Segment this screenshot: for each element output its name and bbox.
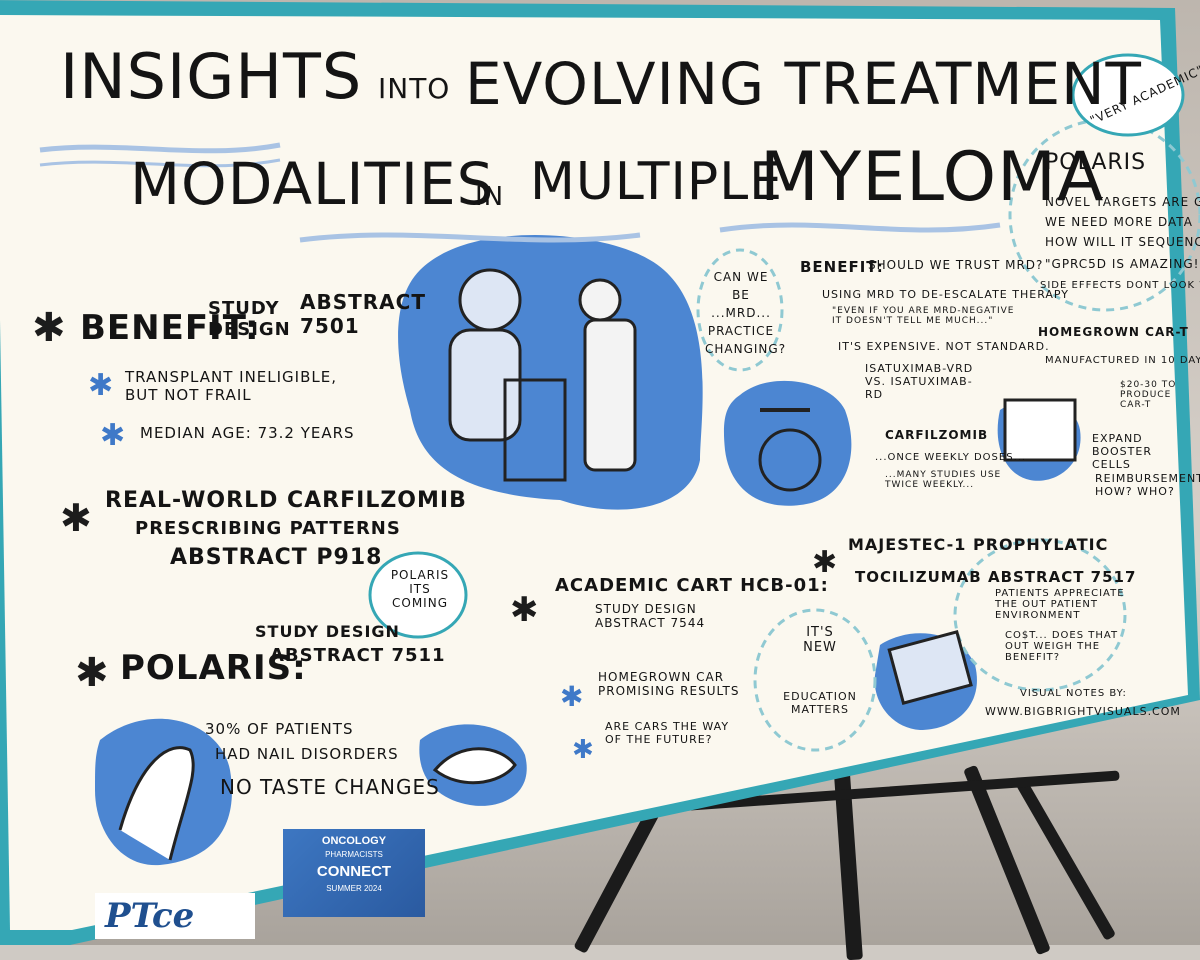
polaris-right-item: We need more data xyxy=(1045,215,1193,229)
credits-line1: Visual Notes by: xyxy=(1020,688,1127,699)
taste-text: No taste changes xyxy=(220,775,440,799)
asterisk-icon: ✱ xyxy=(32,305,67,351)
majestec-item: Patients appreciate the out patient envi… xyxy=(995,588,1125,621)
homegrown-cost: $20-30 to produce CAR-T xyxy=(1120,380,1177,410)
title-line1-evolving: Evolving Treatment xyxy=(465,50,1142,118)
polaris-right-item: Novel targets are good xyxy=(1045,195,1200,209)
opc-logo: Oncology Pharmacists Connect Summer 2024 xyxy=(283,829,425,917)
asterisk-icon: ✱ xyxy=(60,496,93,540)
homegrown-item: Expand booster cells xyxy=(1092,432,1152,471)
carfilzomib-label: Carfilzomib xyxy=(885,428,989,442)
majestec-line1: MajesTEC-1 Prophylatic xyxy=(848,535,1109,554)
opc-logo-line4: Summer 2024 xyxy=(326,884,382,893)
academic-cart-line1: Academic CART HCB-01: xyxy=(555,575,829,596)
blue-asterisk-icon: ✱ xyxy=(560,680,585,713)
carfilzomib-item: ...Once weekly doses... xyxy=(875,452,1027,463)
title-line1-insights: Insights xyxy=(60,40,363,113)
asterisk-icon: ✱ xyxy=(812,545,839,580)
real-world-line3: Abstract P918 xyxy=(170,545,383,570)
academic-cart-item: Homegrown CAR promising results xyxy=(598,670,740,698)
homegrown-item: Reimbursement?? How? Who? xyxy=(1095,472,1200,498)
benefit-study-design: Study Design xyxy=(208,298,291,340)
benefit-bullet: Median age: 73.2 years xyxy=(140,424,355,442)
blue-asterisk-icon: ✱ xyxy=(572,735,595,765)
benefit-label: Benefit: xyxy=(80,308,260,348)
academic-cart-line2: Study Design Abstract 7544 xyxy=(595,602,706,630)
education-bubble: Education matters xyxy=(783,690,857,716)
nail-line2: had nail disorders xyxy=(215,745,399,763)
asterisk-icon: ✱ xyxy=(510,590,540,630)
benefit-right-item: Using MRD to de-escalate therapy xyxy=(822,288,1070,301)
polaris-right-item: Side effects dont look worse xyxy=(1040,280,1200,291)
real-world-line2: Prescribing Patterns xyxy=(135,518,401,539)
homegrown-label: Homegrown CAR-T xyxy=(1038,325,1189,339)
carfilzomib-item: ...Many studies use twice weekly... xyxy=(885,470,1002,490)
nail-line1: 30% of patients xyxy=(205,720,354,738)
title-line2-modalities: Modalities xyxy=(130,150,495,218)
majestec-line2: Tocilizumab Abstract 7517 xyxy=(855,568,1137,586)
blue-asterisk-icon: ✱ xyxy=(88,368,115,403)
mrd-bubble: Can we be ...MRD... practice changing? xyxy=(705,270,787,356)
blue-asterisk-icon: ✱ xyxy=(100,418,127,453)
benefit-right-title: Should we trust MRD? xyxy=(868,258,1044,272)
title-line2-in: in xyxy=(475,182,505,212)
polaris-left-abstract: Abstract 7511 xyxy=(270,645,446,666)
polaris-right-item: "GPRC5D is amazing!" xyxy=(1045,257,1200,271)
benefit-right-item: Isatuximab-Vrd vs. Isatuximab-Rd xyxy=(865,362,974,401)
credits-line2: www.bigbrightvisuals.com xyxy=(985,705,1181,718)
title-line1-into: into xyxy=(378,72,451,105)
opc-logo-line1: Oncology xyxy=(321,835,387,847)
polaris-coming-bubble: Polaris its coming xyxy=(390,568,450,610)
asterisk-icon: ✱ xyxy=(75,650,110,696)
real-world-line1: Real-World Carfilzomib xyxy=(105,488,467,513)
benefit-bullet: Transplant ineligible, but not frail xyxy=(125,368,337,404)
polaris-left-sub: Study Design xyxy=(255,622,400,641)
title-line2-multiple: Multiple xyxy=(530,152,784,212)
ptce-logo: PTce xyxy=(95,893,255,939)
polaris-right-item: How will it sequence xyxy=(1045,235,1200,249)
polaris-right-heading: Polaris xyxy=(1045,150,1147,175)
title-line2-myeloma: Myeloma xyxy=(760,138,1105,217)
homegrown-made: Manufactured in 10 days xyxy=(1045,355,1200,366)
academic-cart-item: Are CARs the way of the future? xyxy=(605,720,730,746)
its-new-bubble: It's new xyxy=(803,625,837,655)
benefit-abstract: Abstract 7501 xyxy=(300,290,426,338)
benefit-right-item: It's expensive. Not standard. xyxy=(838,340,1050,353)
benefit-right-item: "Even if you are MRD-negative it doesn't… xyxy=(832,306,1015,326)
polaris-left-label: Polaris: xyxy=(120,648,307,688)
opc-logo-line3: Connect xyxy=(316,863,392,880)
opc-logo-line2: Pharmacists xyxy=(325,850,383,859)
benefit-right-label: Benefit: xyxy=(800,258,884,276)
majestec-item: Co$t... does that out weigh the benefit? xyxy=(1005,630,1119,663)
